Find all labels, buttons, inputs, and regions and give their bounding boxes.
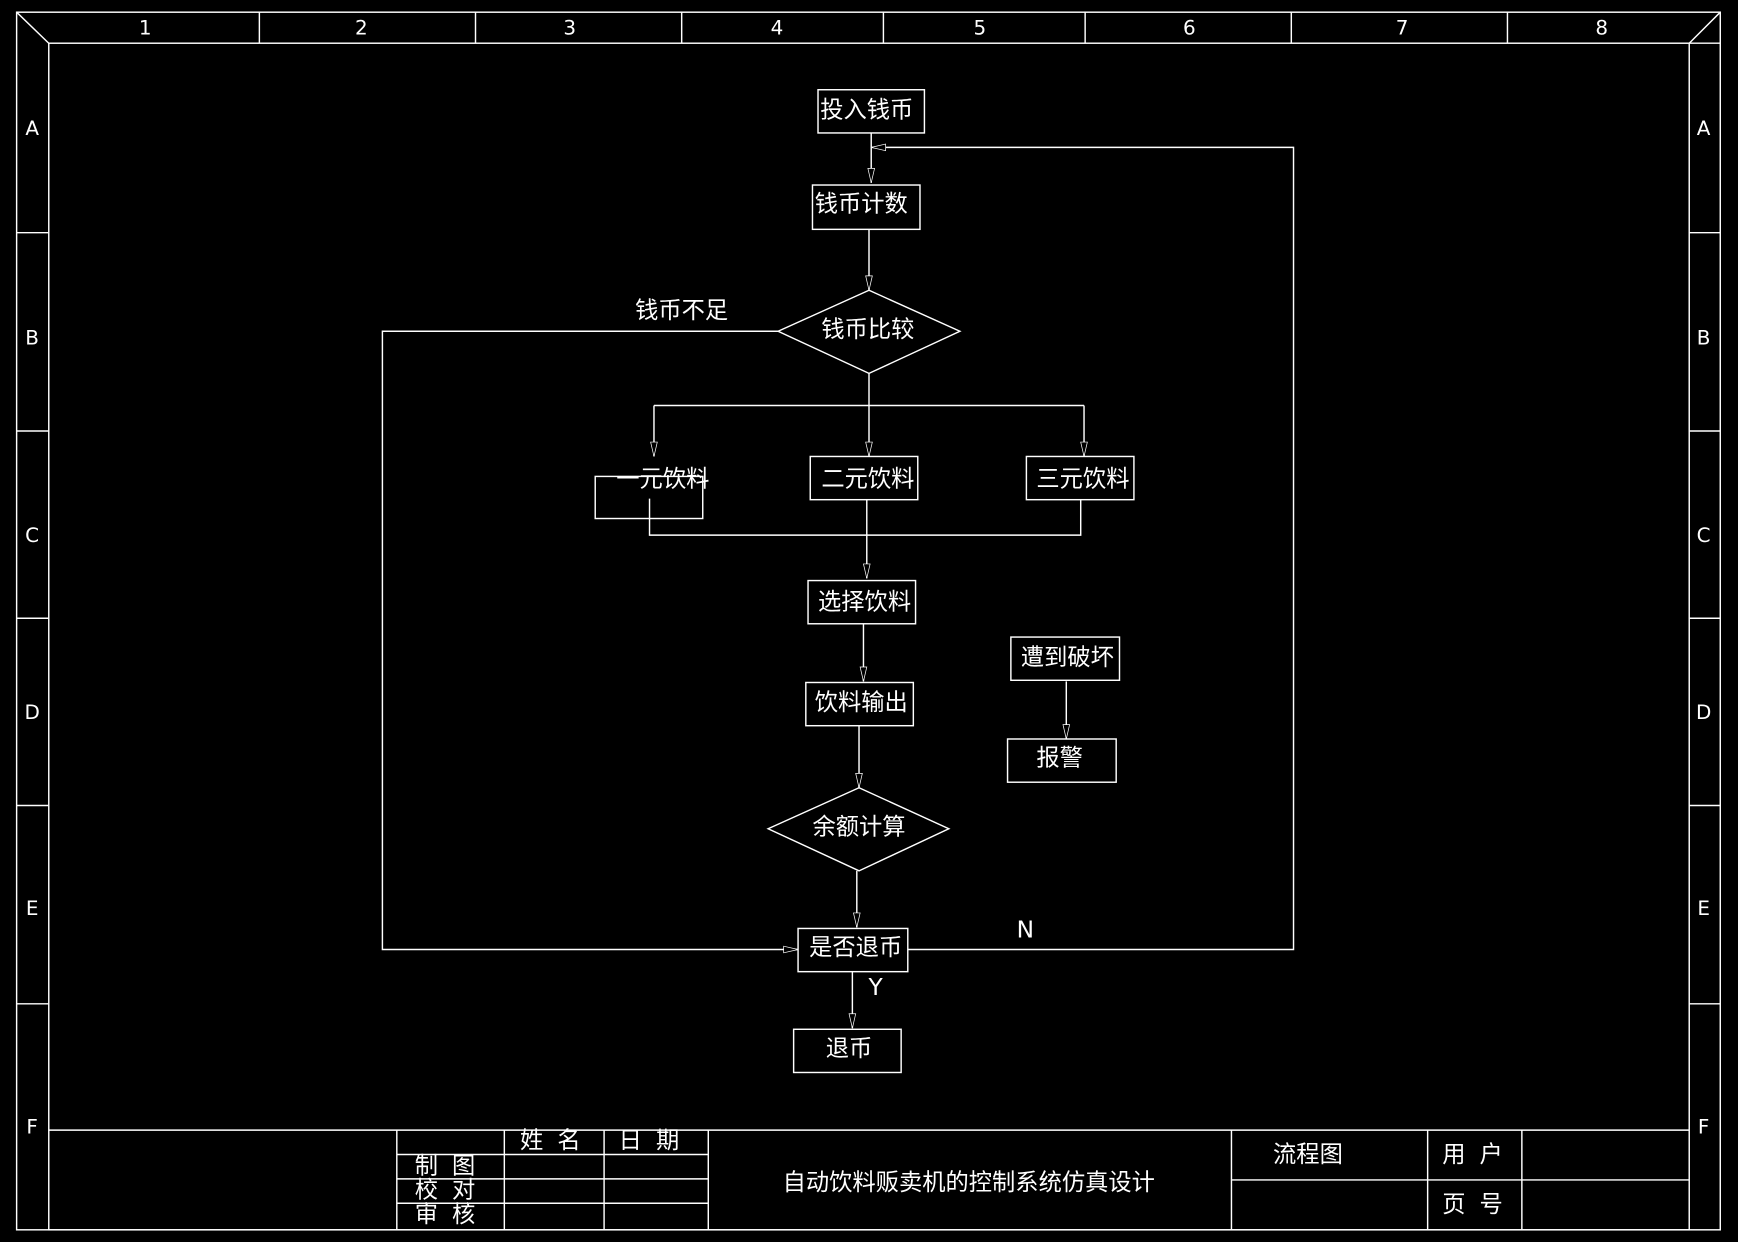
drawing-title: 自动饮料贩卖机的控制系统仿真设计 (783, 1169, 1155, 1196)
node-label: 钱币计数 (815, 191, 908, 218)
title-block-row-checked: 校 对 (415, 1177, 479, 1204)
insufficient-branch-label: 钱币不足 (635, 297, 728, 324)
col-label-5: 5 (973, 15, 986, 39)
node-label: 报警 (1036, 745, 1083, 772)
line-drinks-merge (648, 498, 1082, 536)
col-label-2: 2 (355, 15, 368, 39)
col-label-1: 1 (139, 15, 152, 39)
node-compare-coin: 钱币比较 (776, 289, 962, 375)
arrow-no-loop-back (871, 143, 1295, 951)
node-drink-2yuan: 二元饮料 (809, 455, 919, 501)
row-label-a-right: A (1697, 116, 1711, 140)
drawing-frame (15, 11, 1721, 1231)
row-label-f-right: F (1698, 1114, 1709, 1138)
col-label-6: 6 (1183, 15, 1196, 39)
drawing-type: 流程图 (1273, 1141, 1343, 1168)
col-label-8: 8 (1595, 15, 1608, 39)
row-label-f-left: F (26, 1114, 37, 1138)
node-label: 三元饮料 (1036, 465, 1129, 492)
title-block-col-name: 姓 名 (520, 1127, 584, 1154)
row-label-b-left: B (25, 326, 39, 350)
col-label-7: 7 (1396, 15, 1409, 39)
no-branch-label: N (1017, 916, 1034, 943)
node-alarm: 报警 (1006, 738, 1117, 783)
row-label-d-left: D (24, 700, 39, 724)
node-refund-question: 是否退币 (797, 927, 909, 973)
user-label: 用 户 (1442, 1141, 1506, 1168)
node-label: 投入钱币 (820, 96, 913, 123)
row-label-b-right: B (1697, 326, 1711, 350)
title-block: 姓 名 日 期 制 图 校 对 审 核 自动饮料贩卖机的控制系统仿真设计 流程图… (48, 1127, 1690, 1230)
yes-branch-label: Y (868, 974, 884, 1001)
node-count-coin: 钱币计数 (811, 184, 921, 231)
node-drink-1yuan: 一元饮料 (594, 465, 709, 520)
node-label: 退币 (826, 1035, 873, 1062)
node-label: 饮料输出 (815, 689, 908, 716)
title-block-row-drawn: 制 图 (415, 1152, 479, 1179)
title-block-col-date: 日 期 (619, 1127, 683, 1154)
col-label-4: 4 (771, 15, 784, 39)
row-label-e-left: E (26, 896, 39, 920)
node-label: 余额计算 (812, 813, 905, 840)
node-label: 遭到破坏 (1021, 644, 1114, 671)
row-label-d-right: D (1696, 700, 1711, 724)
node-label: 二元饮料 (821, 465, 914, 492)
row-label-e-right: E (1697, 896, 1710, 920)
title-block-row-reviewed: 审 核 (415, 1201, 479, 1228)
row-label-c-left: C (25, 523, 39, 547)
node-label: 是否退币 (809, 934, 902, 961)
flow-connectors (381, 132, 1295, 1029)
node-drink-3yuan: 三元饮料 (1025, 455, 1135, 501)
row-label-c-right: C (1697, 523, 1711, 547)
node-output-drink: 饮料输出 (805, 681, 915, 727)
node-refund: 退币 (792, 1028, 902, 1074)
node-balance-calc: 余额计算 (766, 786, 951, 872)
node-label: 钱币比较 (821, 316, 914, 343)
node-label: 一元饮料 (616, 465, 709, 492)
node-vandalized: 遭到破坏 (1010, 636, 1121, 681)
row-label-a-left: A (25, 116, 39, 140)
zone-ruler-labels: 1 2 3 4 5 6 7 8 A B C D E F A B C D E F (24, 15, 1711, 1138)
col-label-3: 3 (563, 15, 576, 39)
arrow-insufficient-to-refund-check (381, 330, 799, 954)
node-insert-coin: 投入钱币 (817, 89, 926, 134)
node-label: 选择饮料 (818, 588, 911, 615)
page-number-label: 页 号 (1442, 1191, 1506, 1218)
node-select-drink: 选择饮料 (807, 579, 917, 625)
